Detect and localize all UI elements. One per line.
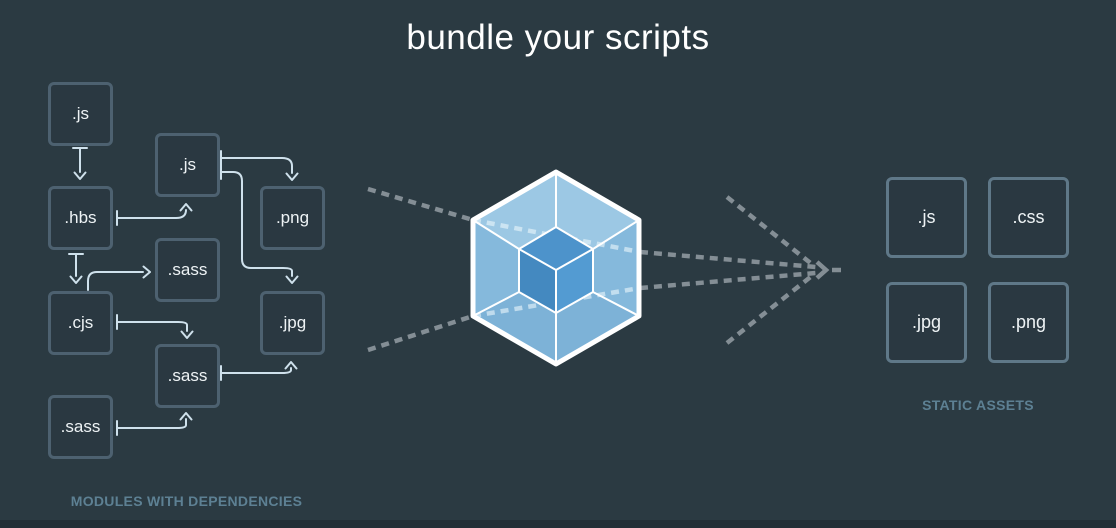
flow-line-diag-bottom	[725, 273, 815, 345]
flow-line-in-bottom	[367, 313, 474, 353]
module-box-hbs: .hbs	[48, 186, 113, 250]
module-box-sass-3: .sass	[48, 395, 113, 459]
flow-arrowhead	[815, 260, 841, 280]
flow-dotted-lines	[367, 186, 817, 353]
module-box-sass-1: .sass	[155, 238, 220, 302]
bottom-edge-strip	[0, 520, 1116, 528]
module-box-js-2: .js	[155, 133, 220, 197]
static-assets-caption: STATIC ASSETS	[922, 397, 1034, 413]
logo-edges	[472, 172, 640, 364]
flow-line-diag-top	[725, 195, 815, 267]
asset-box-jpg: .jpg	[886, 282, 967, 363]
logo-outline	[470, 169, 642, 367]
arrow-cjs-to-sass1	[87, 265, 151, 291]
webpack-logo-icon	[470, 169, 642, 367]
page-title: bundle your scripts	[406, 18, 710, 57]
arrow-js-to-jpg	[220, 164, 299, 284]
logo-face-lower-left	[473, 292, 556, 364]
logo-face-lower-right	[556, 292, 639, 364]
flow-line-out-bottom	[639, 270, 817, 291]
arrow-js-to-hbs	[72, 147, 88, 180]
module-box-png: .png	[260, 186, 325, 250]
modules-caption: MODULES WITH DEPENDENCIES	[70, 493, 303, 509]
dependency-arrows	[68, 147, 299, 436]
flow-line-out-top	[639, 249, 817, 270]
arrow-cjs-to-sass2	[116, 314, 194, 339]
flow-arrowhead-chevron	[815, 260, 830, 280]
module-box-jpg: .jpg	[260, 291, 325, 355]
module-box-js-1: .js	[48, 82, 113, 146]
arrow-hbs-to-cjs	[68, 253, 84, 284]
arrow-sass2-to-jpg	[220, 361, 298, 381]
arrow-sass3-to-sass2	[116, 412, 193, 436]
logo-face-upper-right	[556, 172, 639, 249]
flow-line-in-top	[367, 186, 474, 223]
arrow-js-to-png	[220, 150, 299, 181]
arrow-hbs-to-js	[116, 203, 193, 226]
module-box-cjs: .cjs	[48, 291, 113, 355]
module-box-sass-2: .sass	[155, 344, 220, 408]
asset-box-css: .css	[988, 177, 1069, 258]
logo-face-left	[473, 220, 519, 316]
asset-box-png: .png	[988, 282, 1069, 363]
asset-box-js: .js	[886, 177, 967, 258]
